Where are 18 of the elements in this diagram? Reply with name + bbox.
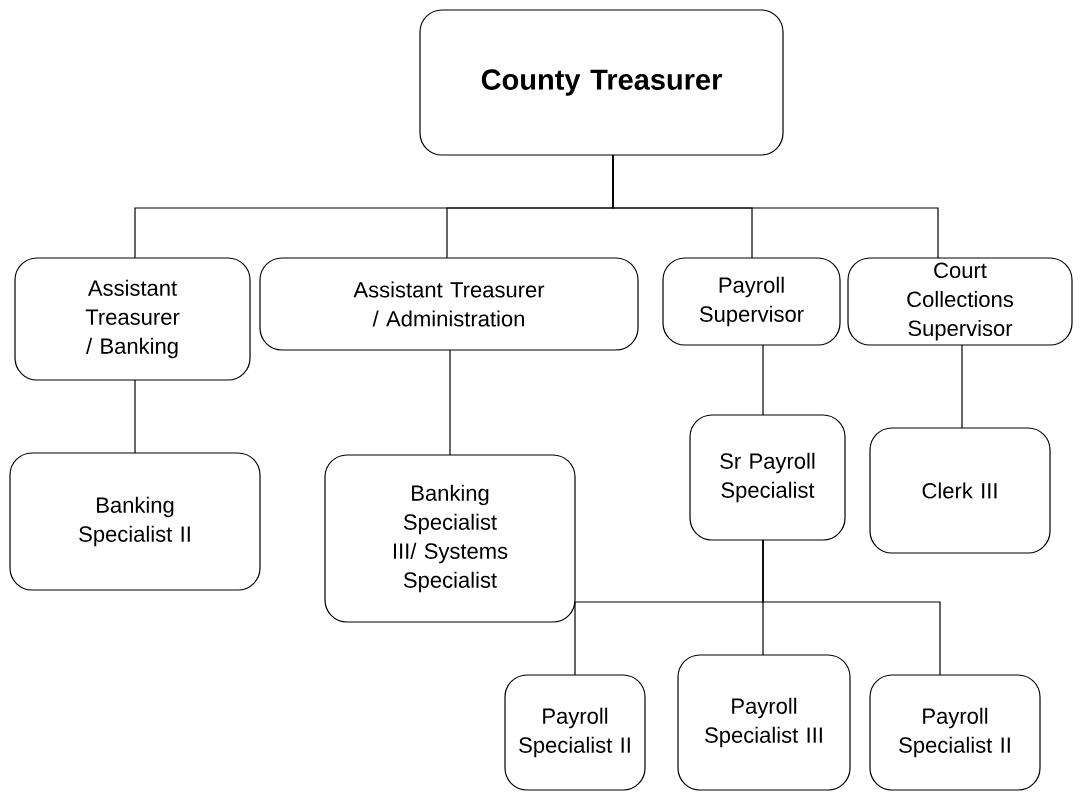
position-box: Clerk III (869, 427, 1051, 554)
position-box: Payroll Specialist II (869, 674, 1041, 791)
connector-line (134, 379, 136, 454)
connector-line (961, 344, 963, 429)
position-box: Assistant Treasurer / Banking (14, 257, 251, 381)
position-box: Payroll Specialist II (504, 674, 646, 791)
position-box: Sr Payroll Specialist (689, 414, 846, 541)
connector-line (612, 154, 939, 259)
position-box: Assistant Treasurer / Administration (259, 257, 639, 351)
connector-line (762, 344, 764, 416)
position-box: Payroll Supervisor (662, 257, 841, 346)
position-box: County Treasurer (419, 9, 784, 156)
position-box: Court Collections Supervisor (847, 257, 1073, 346)
position-box: Banking Specialist III/ Systems Specialist (324, 454, 576, 623)
position-box: Payroll Specialist III (677, 654, 851, 791)
connector-line (762, 539, 941, 676)
connector-line (449, 349, 451, 456)
position-box: Banking Specialist II (9, 452, 261, 591)
